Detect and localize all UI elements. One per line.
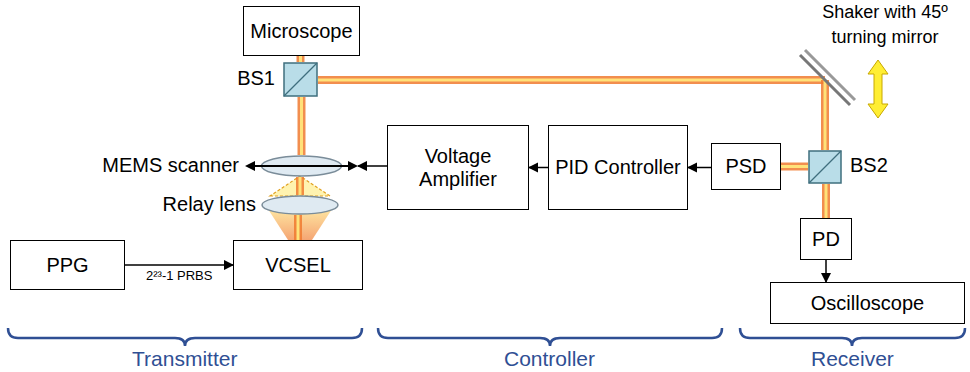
mirror-back bbox=[805, 50, 855, 100]
group-brace bbox=[8, 328, 965, 346]
beam-core bbox=[299, 177, 302, 195]
box-label: PSD bbox=[725, 155, 766, 178]
laser-beam bbox=[300, 177, 301, 195]
signal-arrow bbox=[358, 166, 387, 167]
part-label: BS1 bbox=[237, 67, 275, 90]
beam-glow bbox=[298, 97, 306, 155]
beam-core bbox=[300, 97, 303, 155]
box-label: PID Controller bbox=[555, 156, 681, 179]
edge-label: 2²³-1 PRBS bbox=[146, 268, 212, 283]
mirror-face bbox=[800, 55, 850, 105]
photodiode-box: PD bbox=[800, 218, 852, 260]
lens-outline bbox=[262, 196, 338, 214]
box-label: PD bbox=[812, 228, 840, 251]
beam-glow bbox=[822, 184, 830, 218]
beam-core bbox=[297, 215, 300, 240]
beam-core bbox=[825, 184, 828, 218]
laser-beam bbox=[300, 56, 301, 62]
beam-splitter: BS1 bbox=[283, 62, 318, 97]
laser-beam bbox=[781, 166, 808, 167]
group-label: Controller bbox=[504, 347, 595, 371]
relay-lens-shape bbox=[262, 195, 338, 215]
laser-beam bbox=[298, 215, 299, 240]
generator-box: PPG bbox=[10, 240, 125, 290]
signal-arrow bbox=[529, 167, 548, 168]
beam-splitter: BS2 bbox=[808, 150, 842, 184]
beam-core bbox=[318, 79, 813, 82]
beam-glow bbox=[821, 92, 829, 150]
mems-lens-shape bbox=[245, 155, 358, 177]
signal-arrow bbox=[826, 260, 827, 282]
box-label: VCSEL bbox=[265, 254, 331, 277]
beam-splitter-shape bbox=[808, 150, 842, 184]
turning-mirror-shape bbox=[813, 68, 837, 92]
beam-core bbox=[781, 165, 808, 168]
relay-lens: Relay lens bbox=[262, 195, 338, 215]
box-label: Microscope bbox=[250, 20, 352, 43]
arrowhead bbox=[245, 161, 255, 171]
splitter-plane bbox=[809, 151, 841, 183]
splitter-plane bbox=[284, 63, 317, 96]
part-label: Relay lens bbox=[163, 193, 256, 216]
cube-outline bbox=[809, 151, 841, 183]
laser-beam bbox=[318, 80, 813, 81]
beam-splitter-shape bbox=[283, 62, 318, 97]
beam-glow bbox=[318, 76, 813, 84]
laser-box: VCSEL bbox=[233, 240, 363, 290]
arrow-line bbox=[358, 165, 387, 167]
signal-arrow bbox=[688, 167, 711, 168]
laser-beam bbox=[825, 92, 826, 150]
beam-glow bbox=[297, 56, 305, 62]
beam-glow bbox=[294, 215, 302, 240]
instrument-box: Microscope bbox=[243, 6, 360, 56]
turning-mirror: Shaker with 45º turning mirror bbox=[813, 68, 837, 92]
arrow-line bbox=[688, 167, 711, 169]
oscilloscope-box: Oscilloscope bbox=[770, 282, 965, 324]
controller-box: PID Controller bbox=[548, 125, 688, 210]
arrow-line bbox=[529, 167, 548, 169]
part-label: MEMS scanner bbox=[102, 154, 239, 177]
group-label: Receiver bbox=[811, 347, 894, 371]
cube-outline bbox=[284, 63, 317, 96]
scan-arrow bbox=[249, 165, 354, 167]
beam-core bbox=[824, 92, 827, 150]
box-label: PPG bbox=[46, 254, 88, 277]
arrow-line bbox=[125, 264, 233, 266]
mems-lens: MEMS scanner bbox=[245, 155, 358, 177]
detector-box: PSD bbox=[711, 143, 781, 190]
laser-beam bbox=[301, 97, 302, 155]
arrowhead bbox=[348, 161, 358, 171]
box-label: Oscilloscope bbox=[811, 292, 924, 315]
part-label: Shaker with 45º turning mirror bbox=[810, 0, 960, 50]
part-label: BS2 bbox=[850, 154, 888, 177]
signal-arrow bbox=[125, 265, 233, 266]
box-label: Voltage Amplifier bbox=[388, 145, 528, 191]
laser-beam bbox=[826, 184, 827, 218]
arrow-line bbox=[825, 260, 827, 282]
beam-glow bbox=[296, 177, 304, 195]
group-label: Transmitter bbox=[132, 347, 237, 371]
beam-core bbox=[299, 56, 302, 62]
beam-glow bbox=[781, 163, 808, 171]
shake-arrow bbox=[868, 60, 888, 118]
amplifier-box: Voltage Amplifier bbox=[387, 125, 529, 210]
focus-cone bbox=[270, 176, 330, 196]
